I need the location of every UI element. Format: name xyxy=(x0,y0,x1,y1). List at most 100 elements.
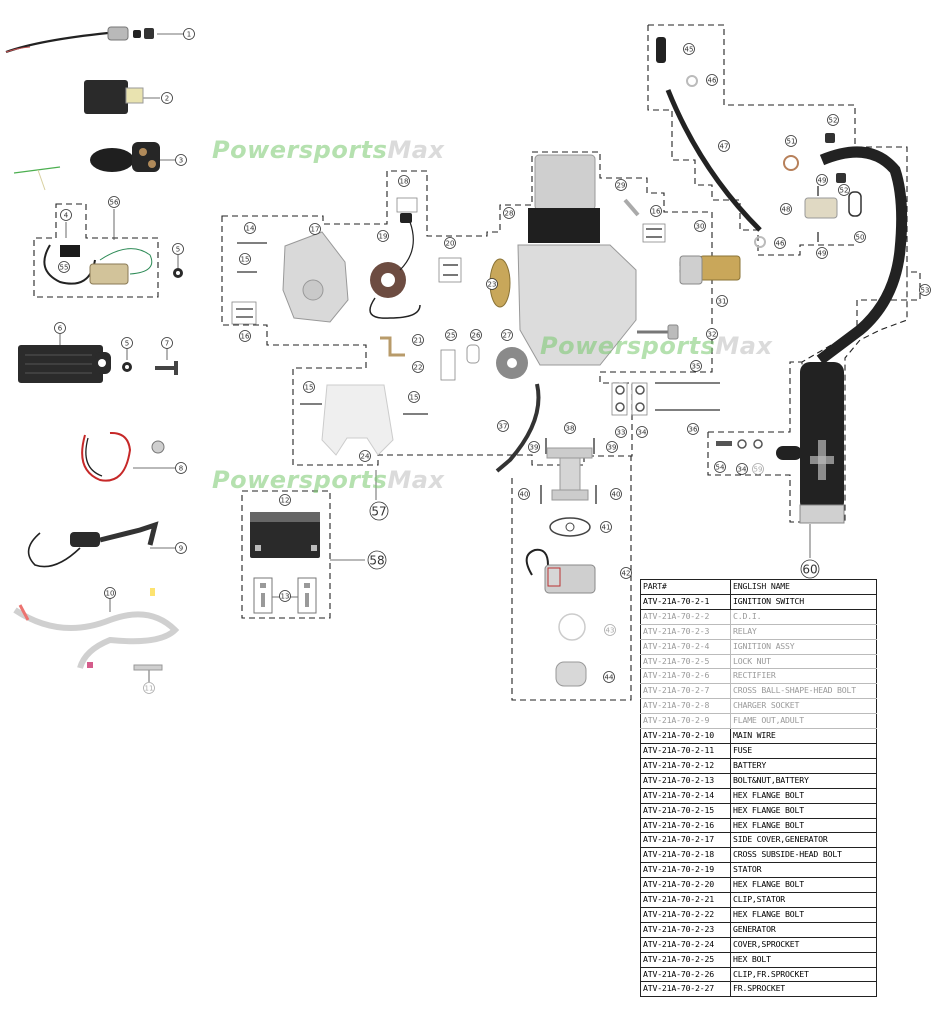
callout-circle xyxy=(359,450,371,462)
callout-circle xyxy=(412,334,424,346)
callout-circle xyxy=(714,461,726,473)
callout-number: 4 xyxy=(64,212,69,220)
callout-bolt: 49 xyxy=(816,174,828,186)
part-number-cell: ATV-21A-70-2-5 xyxy=(640,653,731,670)
callout-number: 39 xyxy=(608,444,617,452)
callout-hex-flange-bolt: 15 xyxy=(303,381,315,393)
part-name-cell: FR.SPROCKET xyxy=(730,981,877,998)
callout-circle xyxy=(518,488,530,500)
callout-washer: 33 xyxy=(615,426,627,438)
callout-side-cover-generator: 17 xyxy=(309,223,321,235)
callout-starter-motor: 31 xyxy=(716,295,728,307)
table-header-row: PART# ENGLISH NAME xyxy=(640,579,877,595)
callout-circle xyxy=(309,223,321,235)
callout-hose-clip: 46 xyxy=(706,74,718,86)
part-number-cell: ATV-21A-70-2-14 xyxy=(640,787,731,804)
callout-hex-flange-bolt: 16 xyxy=(239,330,251,342)
callout-number: 55 xyxy=(60,264,69,272)
callout-circle xyxy=(501,329,513,341)
callout-battery-bolt-nut: 13 xyxy=(279,590,291,602)
part-name-cell: HEX FLANGE BOLT xyxy=(730,906,877,923)
callout-circle xyxy=(687,423,699,435)
part-name-cell: HEX FLANGE BOLT xyxy=(730,877,877,894)
sprocket-illustration xyxy=(466,344,528,379)
callout-circle xyxy=(175,462,187,474)
part-name-cell: BATTERY xyxy=(730,757,877,774)
callout-cross-subside-head-bolt: 18 xyxy=(398,175,410,187)
part-name-cell: MAIN WIRE xyxy=(730,728,877,744)
callout-number: 15 xyxy=(305,384,314,392)
callout-circle xyxy=(183,28,195,40)
part-number-cell: ATV-21A-70-2-2 xyxy=(640,608,731,625)
callout-circle xyxy=(718,140,730,152)
callout-number: 26 xyxy=(472,332,481,340)
starter-motor-illustration xyxy=(679,255,741,285)
callout-circle xyxy=(497,420,509,432)
ignition-assy-outline xyxy=(33,203,159,298)
callout-circle xyxy=(716,295,728,307)
callout-circle xyxy=(604,624,616,636)
part-name-cell: SIDE COVER,GENERATOR xyxy=(730,832,877,849)
callout-spark-plug-cap: 55 xyxy=(58,261,70,273)
callout-circle xyxy=(690,360,702,372)
callout-circle xyxy=(161,92,173,104)
callout-cover-sprocket: 24 xyxy=(359,450,371,462)
callout-circle xyxy=(800,559,820,579)
callout-circle xyxy=(239,330,251,342)
callout-muffler-assembly: 60 xyxy=(800,559,820,579)
callout-number: 10 xyxy=(106,590,115,598)
callout-number: 40 xyxy=(612,491,621,499)
fuse-illustration xyxy=(133,664,163,671)
part-number-cell: ATV-21A-70-2-25 xyxy=(640,951,731,968)
callout-number: 48 xyxy=(782,206,791,214)
callout-number: 40 xyxy=(520,491,529,499)
part-number-cell: ATV-21A-70-2-3 xyxy=(640,623,731,640)
callout-number: 6 xyxy=(58,325,63,333)
exhaust-group-outline xyxy=(647,25,855,256)
callout-hex-flange-bolt: 22 xyxy=(412,361,424,373)
callout-number: 18 xyxy=(400,178,409,186)
callout-engine-assembly: 57 xyxy=(369,501,389,521)
callout-number: 46 xyxy=(776,240,785,248)
callout-circle xyxy=(636,426,648,438)
callout-bolt: 54 xyxy=(714,461,726,473)
callout-circle xyxy=(279,494,291,506)
callout-circle xyxy=(827,114,839,126)
callout-number: 58 xyxy=(369,554,384,568)
callout-intake-manifold: 38 xyxy=(564,422,576,434)
callout-rectifier: 6 xyxy=(54,322,66,334)
callout-number: 42 xyxy=(622,570,631,578)
callout-circle xyxy=(854,231,866,243)
callout-number: 45 xyxy=(685,46,694,54)
part-name-cell: CHARGER SOCKET xyxy=(730,698,877,715)
callout-circle xyxy=(615,426,627,438)
callout-washer: 34 xyxy=(736,463,748,475)
exhaust-pipe-illustration xyxy=(776,146,908,524)
callout-circle xyxy=(615,179,627,191)
callout-number: 57 xyxy=(371,505,386,519)
callout-washer: 59 xyxy=(752,463,764,475)
callout-circle xyxy=(600,521,612,533)
part-name-cell: HEX FLANGE BOLT xyxy=(730,817,877,834)
callout-lock-nut: 5 xyxy=(121,337,133,349)
callout-circle xyxy=(683,43,695,55)
callout-number: 39 xyxy=(530,444,539,452)
callout-hex-flange-bolt: 14 xyxy=(244,222,256,234)
callout-number: 23 xyxy=(488,281,497,289)
part-name-cell: STATOR xyxy=(730,862,877,879)
column-header-part: PART# xyxy=(640,579,731,595)
callout-number: 1 xyxy=(187,31,191,39)
part-number-cell: ATV-21A-70-2-19 xyxy=(640,862,731,879)
